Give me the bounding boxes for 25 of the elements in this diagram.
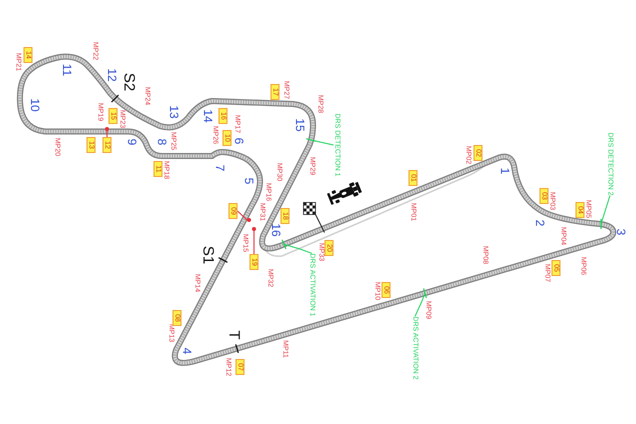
timing-line-label: T: [226, 330, 242, 340]
turn-number: 9: [126, 138, 138, 146]
timing-line-label: S2: [122, 72, 136, 92]
turn-number: 7: [214, 164, 226, 172]
turn-number: 8: [156, 138, 168, 146]
turn-number: 5: [243, 178, 255, 184]
turn-number: 13: [168, 105, 180, 119]
turn-number: 15: [294, 118, 306, 132]
turn-number: 12: [106, 68, 118, 82]
leader-line: [237, 210, 248, 220]
turn-number: 4: [181, 348, 193, 354]
leader-line: [600, 195, 610, 224]
leader-line: [284, 244, 312, 254]
turn-number: 2: [534, 220, 546, 226]
turn-number: 6: [233, 138, 245, 144]
timing-line-label: S1: [200, 246, 216, 264]
leader-line: [106, 130, 108, 138]
turn-number: 3: [615, 228, 627, 236]
turn-number: 10: [29, 98, 41, 112]
leader-line: [310, 140, 334, 146]
turn-number: 1: [499, 168, 511, 174]
leader-line: [414, 292, 426, 317]
turn-number: 11: [61, 64, 73, 76]
turn-number: 14: [202, 109, 214, 123]
turn-number: 16: [270, 223, 282, 237]
